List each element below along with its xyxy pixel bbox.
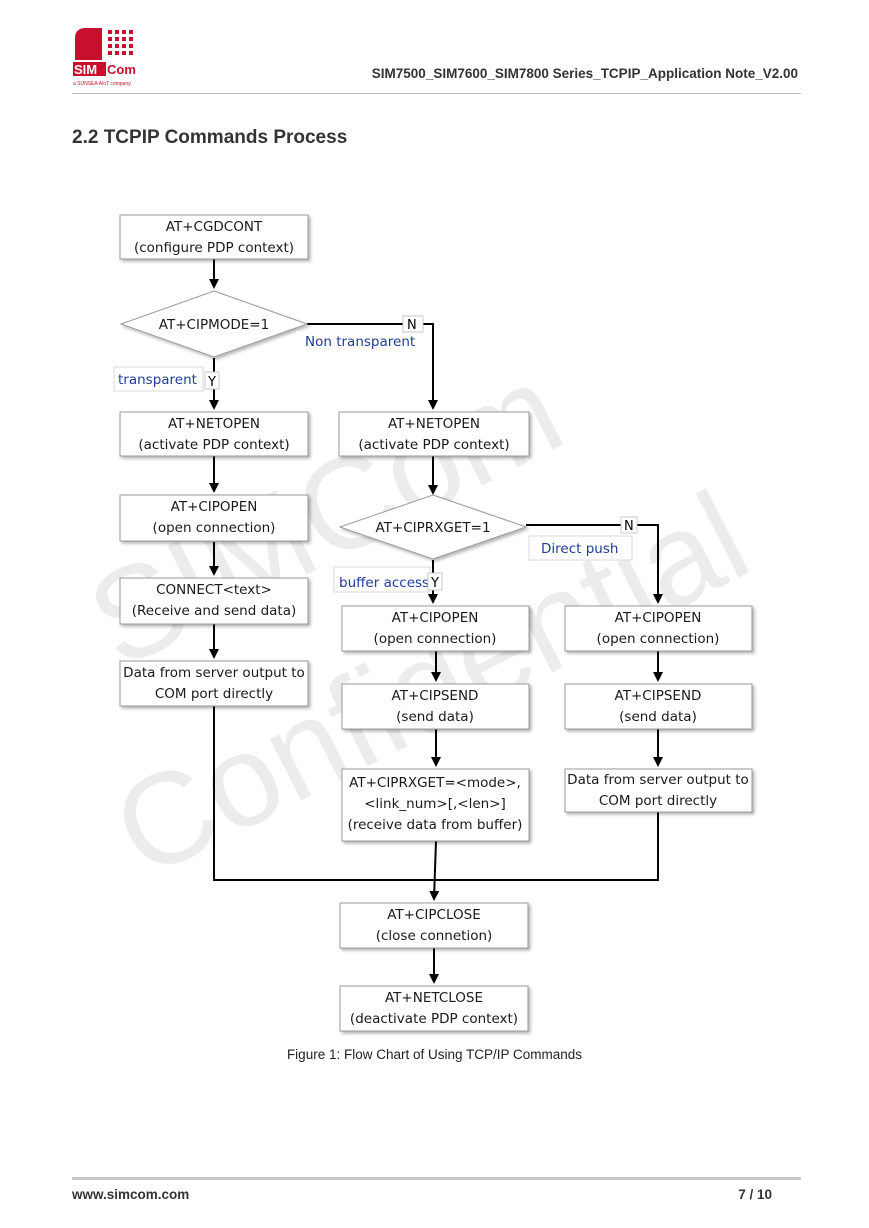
footer-website: www.simcom.com: [72, 1187, 190, 1202]
brand-com-text: Com: [107, 62, 136, 77]
y-marker-2: Y: [430, 576, 439, 591]
brand-tagline: a SUNSEA AIoT company: [73, 81, 131, 87]
brand-sim-text: SIM: [74, 62, 97, 77]
n-marker-2-bg: [620, 516, 638, 534]
direct-push-label: Direct push: [541, 541, 618, 557]
y-marker-1: Y: [207, 375, 216, 390]
footer-page-number: 7 / 10: [738, 1187, 772, 1202]
cipsend-buffer-line1: AT+CIPSEND: [392, 688, 479, 704]
section-heading: 2.2 TCPIP Commands Process: [72, 127, 348, 148]
cipsend-direct-line1: AT+CIPSEND: [615, 688, 702, 704]
cipopen-buffer-line2: (open connection): [374, 631, 497, 647]
connect-box-line1: CONNECT<text>: [156, 582, 272, 598]
footer-divider: [72, 1177, 801, 1180]
ciprxget-mode-line2: <link_num>[,<len>]: [364, 796, 506, 812]
cgdcont-box-line2: (configure PDP context): [134, 240, 294, 256]
n-marker-1-bg: [402, 315, 424, 333]
cgdcont-box-line1: AT+CGDCONT: [166, 219, 263, 235]
non-transparent-label-bg: [296, 331, 418, 365]
ciprxget-decision: AT+CIPRXGET=1: [375, 520, 490, 536]
netopen-transparent-line1: AT+NETOPEN: [168, 416, 260, 432]
n-marker-2: N: [624, 519, 634, 534]
cipclose-box-line2: (close connetion): [376, 928, 493, 944]
n-marker-1: N: [407, 318, 417, 333]
cipsend-buffer-line2: (send data): [396, 709, 474, 725]
netclose-box-line1: AT+NETCLOSE: [385, 990, 483, 1006]
y-marker-1-bg: [204, 371, 220, 390]
cipmode-decision: AT+CIPMODE=1: [159, 317, 269, 333]
output-direct-line1: Data from server output to: [567, 772, 749, 788]
transparent-label-bg: [113, 366, 204, 392]
cipopen-transparent-line1: AT+CIPOPEN: [171, 499, 258, 515]
cipopen-transparent-line2: (open connection): [153, 520, 276, 536]
figure-caption: Figure 1: Flow Chart of Using TCP/IP Com…: [286, 1047, 583, 1062]
direct-push-label-bg: [528, 535, 633, 561]
output-transparent-line1: Data from server output to: [123, 665, 305, 681]
netclose-box-line2: (deactivate PDP context): [350, 1011, 518, 1027]
cipclose-box-line1: AT+CIPCLOSE: [387, 907, 481, 923]
cipopen-direct-line2: (open connection): [597, 631, 720, 647]
cipopen-direct-line1: AT+CIPOPEN: [615, 610, 702, 626]
connect-box-line2: (Receive and send data): [132, 603, 297, 619]
netopen-nontransparent-line1: AT+NETOPEN: [388, 416, 480, 432]
ciprxget-mode-line3: (receive data from buffer): [348, 817, 523, 833]
cipsend-direct-line2: (send data): [619, 709, 697, 725]
document-title: SIM7500_SIM7600_SIM7800 Series_TCPIP_App…: [371, 66, 798, 81]
transparent-label: transparent: [118, 372, 197, 388]
flow-shapes: [119, 214, 753, 1032]
output-direct-line2: COM port directly: [599, 793, 717, 809]
y-marker-2-bg: [427, 572, 443, 591]
non-transparent-label: Non transparent: [305, 334, 415, 350]
buffer-access-label: buffer access: [339, 575, 429, 591]
netopen-transparent-line2: (activate PDP context): [138, 437, 289, 453]
ciprxget-mode-line1: AT+CIPRXGET=<mode>,: [349, 775, 521, 791]
page-header: SIM Com a SUNSEA AIoT company SIM7500_SI…: [0, 0, 869, 100]
cipopen-buffer-line1: AT+CIPOPEN: [392, 610, 479, 626]
flow-connectors: [209, 259, 663, 984]
simcom-logo: SIM Com a SUNSEA AIoT company: [73, 28, 136, 87]
header-divider: [72, 93, 801, 94]
output-transparent-line2: COM port directly: [155, 686, 273, 702]
netopen-nontransparent-line2: (activate PDP context): [358, 437, 509, 453]
